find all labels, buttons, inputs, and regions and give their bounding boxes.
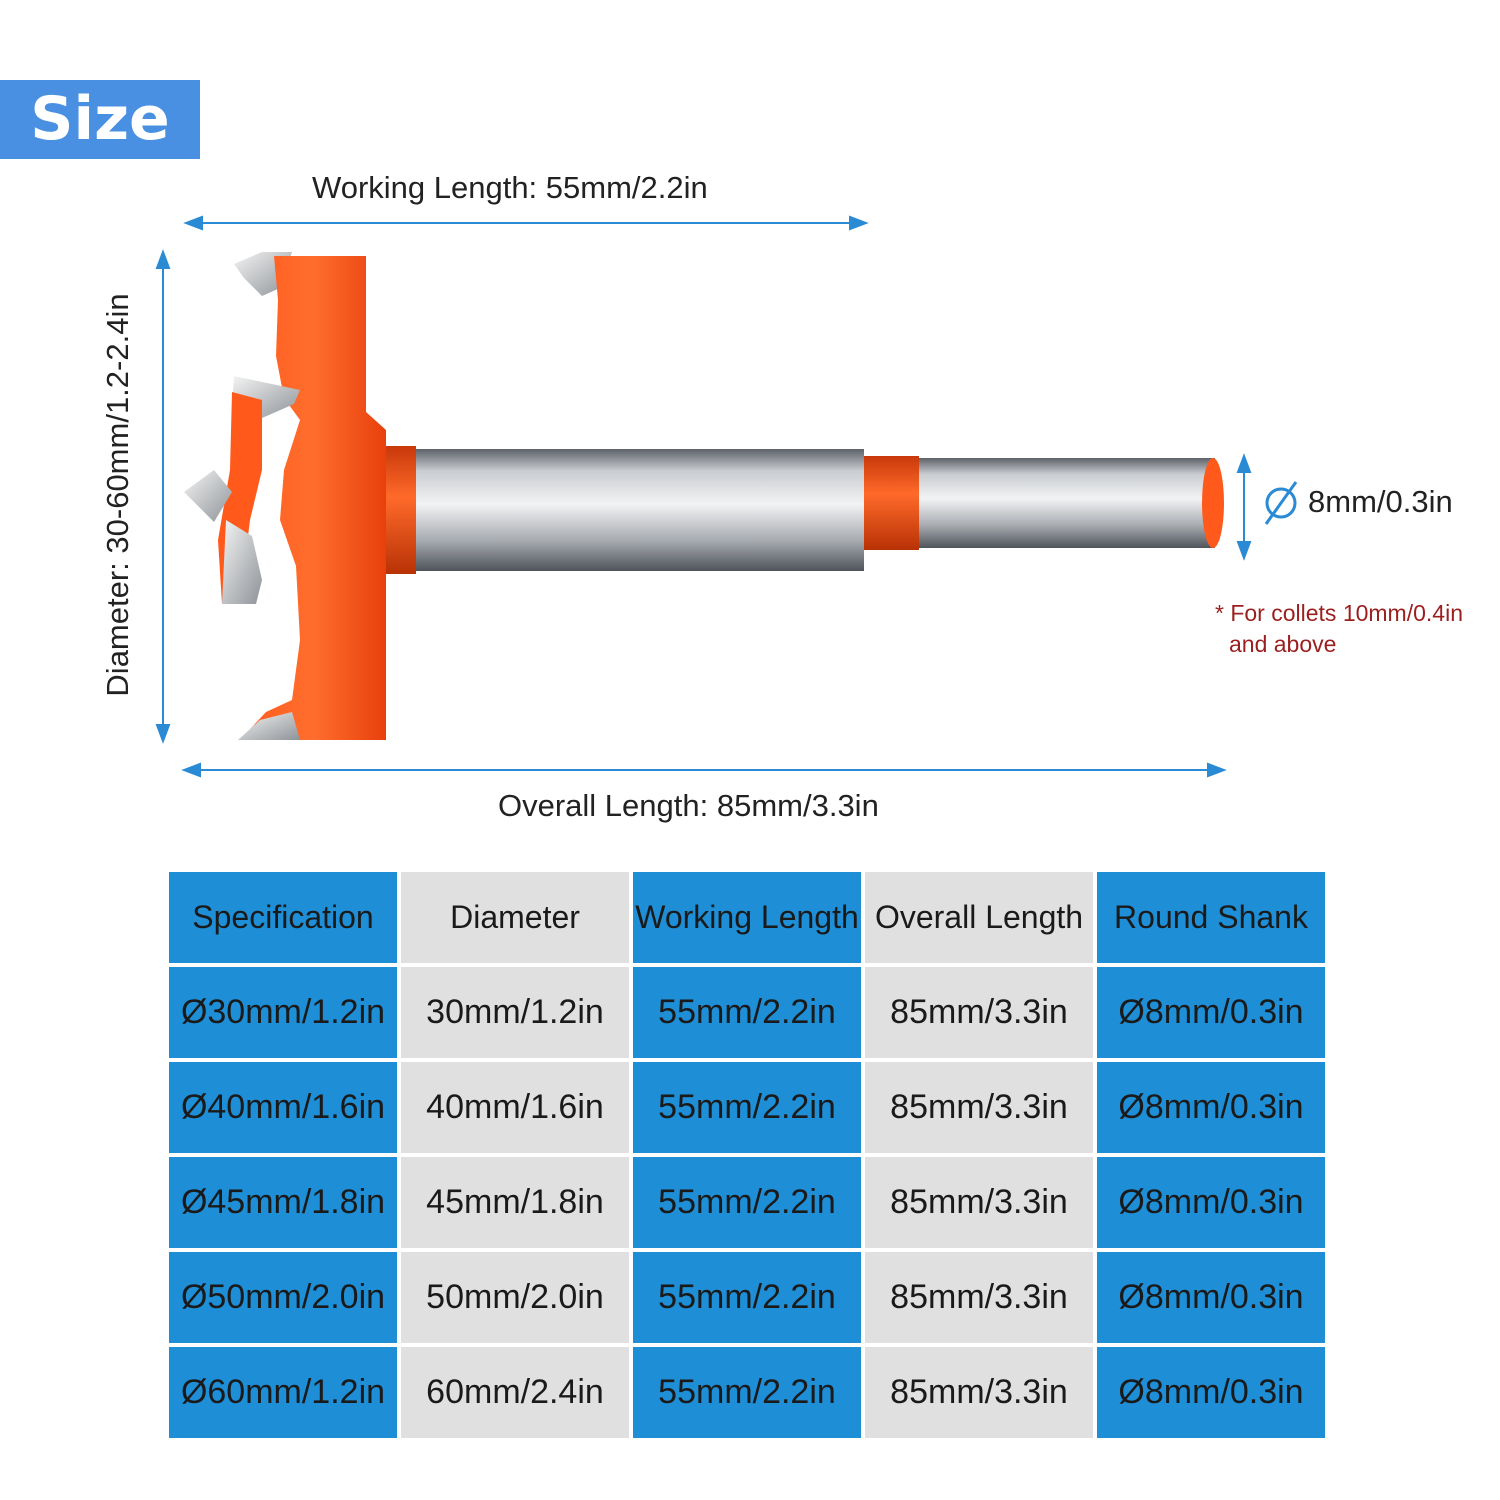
overall-length-label: Overall Length: 85mm/3.3in bbox=[498, 788, 879, 823]
cell-round-shank: Ø8mm/0.3in bbox=[1097, 1347, 1325, 1438]
cell-overall-length: 85mm/3.3in bbox=[865, 1347, 1093, 1438]
drill-bit-image bbox=[184, 252, 1224, 740]
shank-diameter-arrow bbox=[1236, 453, 1252, 561]
cell-round-shank: Ø8mm/0.3in bbox=[1097, 1062, 1325, 1153]
cell-diameter: 30mm/1.2in bbox=[401, 967, 629, 1058]
cell-diameter: 60mm/2.4in bbox=[401, 1347, 629, 1438]
cell-working-length: 55mm/2.2in bbox=[633, 967, 861, 1058]
diameter-arrow bbox=[155, 249, 171, 744]
cell-diameter: 40mm/1.6in bbox=[401, 1062, 629, 1153]
cell-diameter: 45mm/1.8in bbox=[401, 1157, 629, 1248]
cell-overall-length: 85mm/3.3in bbox=[865, 967, 1093, 1058]
shank-diameter-label: 8mm/0.3in bbox=[1308, 484, 1453, 519]
header-overall-length: Overall Length bbox=[865, 872, 1093, 963]
drill-bit-diagram bbox=[155, 215, 1298, 778]
table-row: Ø45mm/1.8in 45mm/1.8in 55mm/2.2in 85mm/3… bbox=[169, 1157, 1325, 1248]
header-working-length: Working Length bbox=[633, 872, 861, 963]
collet-note-line1: * For collets 10mm/0.4in bbox=[1215, 600, 1463, 626]
header-round-shank: Round Shank bbox=[1097, 872, 1325, 963]
table-row: Ø40mm/1.6in 40mm/1.6in 55mm/2.2in 85mm/3… bbox=[169, 1062, 1325, 1153]
cell-specification: Ø45mm/1.8in bbox=[169, 1157, 397, 1248]
header-specification: Specification bbox=[169, 872, 397, 963]
diameter-label: Diameter: 30-60mm/1.2-2.4in bbox=[100, 293, 135, 697]
cell-overall-length: 85mm/3.3in bbox=[865, 1157, 1093, 1248]
cell-specification: Ø40mm/1.6in bbox=[169, 1062, 397, 1153]
table-row: Ø30mm/1.2in 30mm/1.2in 55mm/2.2in 85mm/3… bbox=[169, 967, 1325, 1058]
collet-note: * For collets 10mm/0.4in and above bbox=[1215, 598, 1463, 660]
cell-round-shank: Ø8mm/0.3in bbox=[1097, 1157, 1325, 1248]
cell-specification: Ø50mm/2.0in bbox=[169, 1252, 397, 1343]
cell-working-length: 55mm/2.2in bbox=[633, 1157, 861, 1248]
overall-length-arrow bbox=[181, 762, 1227, 778]
cell-working-length: 55mm/2.2in bbox=[633, 1252, 861, 1343]
cell-overall-length: 85mm/3.3in bbox=[865, 1252, 1093, 1343]
cell-round-shank: Ø8mm/0.3in bbox=[1097, 967, 1325, 1058]
cell-specification: Ø60mm/1.2in bbox=[169, 1347, 397, 1438]
cell-diameter: 50mm/2.0in bbox=[401, 1252, 629, 1343]
cell-working-length: 55mm/2.2in bbox=[633, 1062, 861, 1153]
cell-specification: Ø30mm/1.2in bbox=[169, 967, 397, 1058]
size-badge: Size bbox=[0, 80, 200, 159]
cell-overall-length: 85mm/3.3in bbox=[865, 1062, 1093, 1153]
working-length-label: Working Length: 55mm/2.2in bbox=[312, 170, 708, 205]
table-row: Ø60mm/1.2in 60mm/2.4in 55mm/2.2in 85mm/3… bbox=[169, 1347, 1325, 1438]
cell-working-length: 55mm/2.2in bbox=[633, 1347, 861, 1438]
table-row: Ø50mm/2.0in 50mm/2.0in 55mm/2.2in 85mm/3… bbox=[169, 1252, 1325, 1343]
working-length-arrow bbox=[183, 215, 869, 231]
diameter-symbol-icon bbox=[1264, 481, 1298, 525]
table-header-row: Specification Diameter Working Length Ov… bbox=[169, 872, 1325, 963]
header-diameter: Diameter bbox=[401, 872, 629, 963]
collet-note-line2: and above bbox=[1229, 631, 1337, 657]
specification-table: Specification Diameter Working Length Ov… bbox=[165, 868, 1329, 1442]
cell-round-shank: Ø8mm/0.3in bbox=[1097, 1252, 1325, 1343]
